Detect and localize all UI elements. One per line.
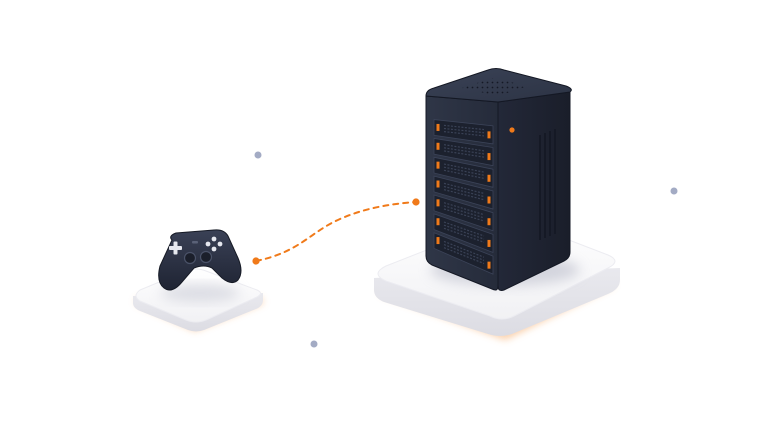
decor-dot-3: [310, 340, 318, 348]
bay-led-left: [436, 237, 440, 245]
connection-endpoint-start: [252, 257, 260, 265]
bay-led-right: [487, 218, 491, 226]
bay-led-left: [436, 161, 440, 169]
server-bay: [433, 232, 494, 275]
bay-led-left: [436, 180, 440, 188]
bay-led-right: [487, 196, 491, 204]
server-bay: [433, 175, 494, 210]
bay-led-right: [487, 153, 491, 161]
bay-led-right: [487, 131, 491, 139]
game-controller-icon: [158, 229, 242, 291]
server-bay: [433, 119, 494, 145]
bay-led-left: [436, 218, 440, 226]
bay-led-left: [436, 142, 440, 150]
server-bay: [433, 137, 494, 167]
side-vents: [539, 129, 556, 240]
server-bays: [433, 119, 494, 275]
decor-dot-2: [670, 187, 678, 195]
decor-dot-1: [254, 151, 262, 159]
server-rack-icon: [425, 68, 572, 291]
connection-link: [252, 198, 420, 265]
server-bay: [433, 213, 494, 254]
controller-platform: [133, 268, 264, 332]
server-bay: [433, 194, 494, 232]
bay-led-right: [487, 261, 491, 269]
bay-led-right: [487, 174, 491, 182]
bay-led-left: [436, 199, 440, 207]
bay-led-right: [487, 239, 491, 247]
connection-endpoint-end: [412, 198, 420, 206]
bay-led-left: [436, 123, 440, 131]
server-bay: [433, 156, 494, 188]
